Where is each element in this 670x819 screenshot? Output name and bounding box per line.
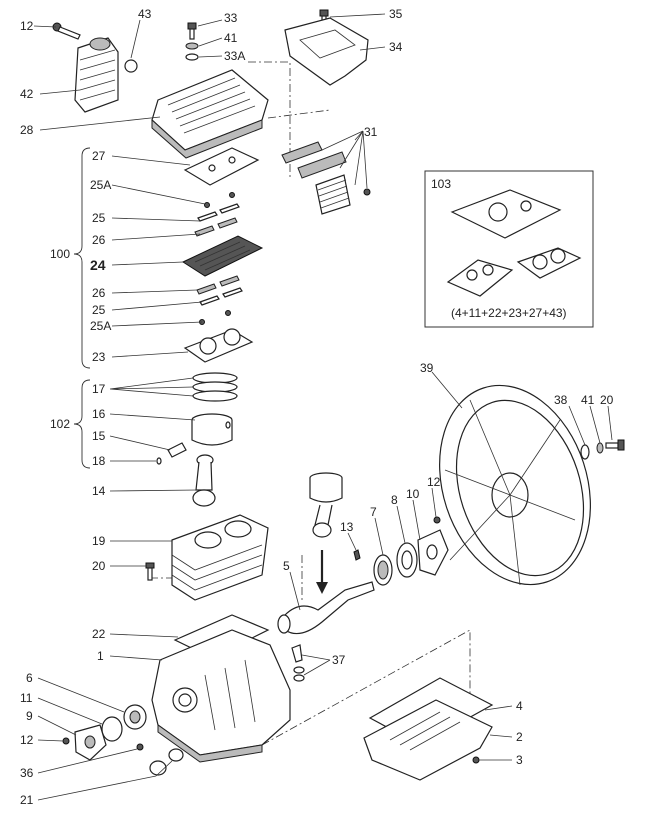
label-22: 22 xyxy=(92,627,106,641)
label-16: 16 xyxy=(92,407,106,421)
label-15: 15 xyxy=(92,429,106,443)
label-6: 6 xyxy=(26,671,33,685)
label-34: 34 xyxy=(389,40,403,54)
label-17: 17 xyxy=(92,382,106,396)
label-23: 23 xyxy=(92,350,106,364)
crankcase-part-1 xyxy=(151,629,291,763)
screw-part-12-bottom xyxy=(62,737,70,745)
gasket-kit-box xyxy=(424,170,594,328)
piston-part-16 xyxy=(191,413,233,446)
label-24: 24 xyxy=(90,257,106,273)
label-25a-bottom: 25A xyxy=(90,319,111,333)
brace-100 xyxy=(73,147,91,369)
bearing-part-7 xyxy=(373,554,393,586)
key-part-13 xyxy=(353,549,361,561)
leader-lines xyxy=(33,13,613,801)
label-26-top: 26 xyxy=(92,233,106,247)
label-20-right: 20 xyxy=(600,393,614,407)
label-1: 1 xyxy=(97,649,104,663)
bolt-part-36 xyxy=(136,743,144,751)
label-10: 10 xyxy=(406,487,420,501)
label-28: 28 xyxy=(20,123,34,137)
label-43: 43 xyxy=(138,7,152,21)
label-3: 3 xyxy=(516,753,523,767)
label-4: 4 xyxy=(516,699,523,713)
label-39: 39 xyxy=(420,361,434,375)
label-102: 102 xyxy=(50,417,70,431)
label-12-top: 12 xyxy=(20,19,34,33)
label-2: 2 xyxy=(516,730,523,744)
label-21: 21 xyxy=(20,793,34,807)
handle-part-42 xyxy=(74,37,119,113)
label-100: 100 xyxy=(50,247,70,261)
oil-pan-part-2 xyxy=(363,699,493,781)
o-ring-part-11 xyxy=(101,716,123,742)
label-kit-formula: (4+11+22+23+27+43) xyxy=(451,306,567,320)
bearing-part-6 xyxy=(123,704,147,730)
gasket-part-27 xyxy=(183,147,260,186)
assembly-arrow-head xyxy=(316,582,328,594)
cover-part-34 xyxy=(284,17,369,86)
drain-plug-part-21 xyxy=(149,748,184,776)
label-36: 36 xyxy=(20,766,34,780)
washer-part-38 xyxy=(580,444,590,460)
label-11: 11 xyxy=(20,691,33,705)
gasket-part-23 xyxy=(183,328,254,363)
brace-102 xyxy=(73,379,91,469)
label-18: 18 xyxy=(92,454,106,468)
piston-pin-part-15 xyxy=(167,442,187,458)
label-7: 7 xyxy=(370,505,377,519)
label-14: 14 xyxy=(92,484,106,498)
label-19: 19 xyxy=(92,534,106,548)
label-25-bottom: 25 xyxy=(92,303,106,317)
screw-part-3 xyxy=(472,756,480,764)
callout-labels: 12 43 33 41 33A 35 34 42 28 31 27 25A 25… xyxy=(20,7,614,807)
label-12-mid: 12 xyxy=(427,475,441,489)
label-37: 37 xyxy=(332,653,346,667)
bolt-part-33 xyxy=(185,22,199,61)
label-103: 103 xyxy=(431,177,451,191)
bolt-part-20-right xyxy=(605,439,625,451)
bearing-cover-part-9 xyxy=(74,724,107,761)
oil-fitting-part-37 xyxy=(291,644,305,682)
clip-part-18 xyxy=(156,457,162,465)
label-12-bottom: 12 xyxy=(20,733,34,747)
screw-part-12-top xyxy=(52,22,81,40)
label-25a-top: 25A xyxy=(90,178,111,192)
pulley-part-39 xyxy=(439,384,591,586)
assembled-piston-rod xyxy=(309,472,343,538)
label-27: 27 xyxy=(92,149,106,163)
cylinder-head-part-28 xyxy=(151,69,269,159)
o-ring-part-43 xyxy=(124,59,138,73)
label-26-bottom: 26 xyxy=(92,286,106,300)
label-25-top: 25 xyxy=(92,211,106,225)
valve-parts-31 xyxy=(281,141,371,215)
screw-part-12-mid xyxy=(433,516,441,524)
piston-rings-part-17 xyxy=(192,372,238,402)
label-31: 31 xyxy=(364,125,378,139)
label-13: 13 xyxy=(340,520,354,534)
connecting-rod-part-14 xyxy=(192,454,216,507)
label-42: 42 xyxy=(20,87,34,101)
label-8: 8 xyxy=(391,493,398,507)
cylinder-part-19 xyxy=(171,514,269,601)
bolt-part-20-mid xyxy=(145,562,155,581)
crankshaft-part-5 xyxy=(277,581,375,635)
label-33a: 33A xyxy=(224,49,245,63)
label-41-top: 41 xyxy=(224,31,238,45)
seal-part-8 xyxy=(396,542,418,578)
label-35: 35 xyxy=(389,7,403,21)
washer-part-41 xyxy=(596,442,604,454)
label-41-right: 41 xyxy=(581,393,595,407)
label-20-mid: 20 xyxy=(92,559,106,573)
label-38: 38 xyxy=(554,393,568,407)
label-33: 33 xyxy=(224,11,238,25)
label-9: 9 xyxy=(26,709,33,723)
label-5: 5 xyxy=(283,559,290,573)
bearing-cover-part-10 xyxy=(417,529,449,576)
valve-plate-stack xyxy=(181,192,264,325)
